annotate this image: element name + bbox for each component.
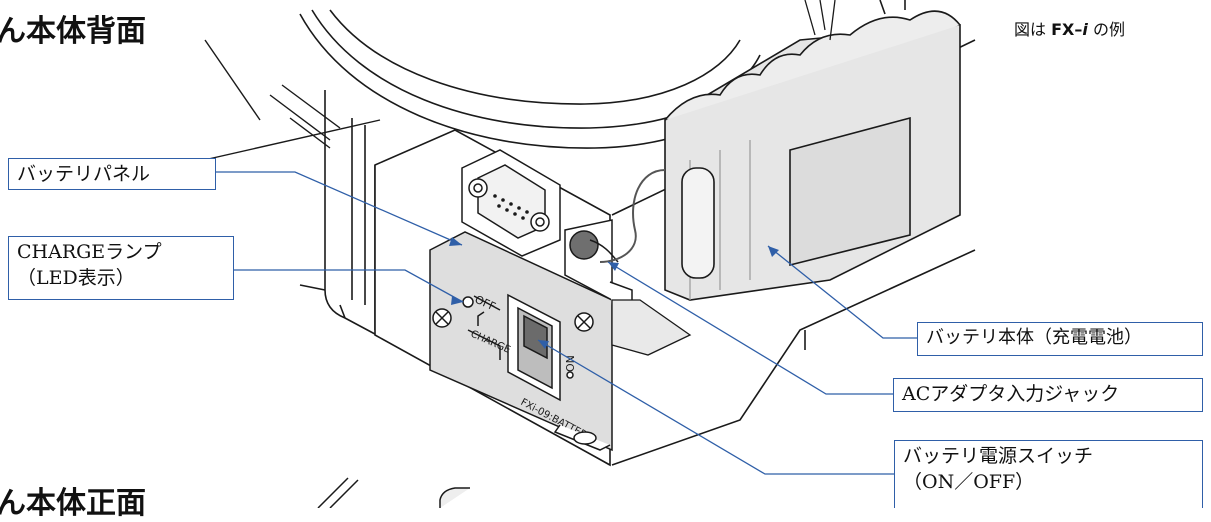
- note-model-b: i: [1082, 20, 1088, 39]
- leader-ac-jack: [607, 261, 893, 395]
- callout-ac-jack-text: ACアダプタ入力ジャック: [902, 383, 1120, 405]
- note-prefix: 図は: [1014, 20, 1047, 39]
- callout-charge-lamp: CHARGEランプ （LED表示）: [8, 236, 234, 300]
- leader-battery-panel: [216, 171, 463, 246]
- top-lines: [804, 0, 836, 41]
- leader-arrowheads: [449, 237, 779, 349]
- front-view-fragment: [317, 477, 470, 508]
- mounting-tab: [553, 424, 611, 451]
- leader-lines: [216, 171, 917, 475]
- leader-charge-lamp: [234, 269, 464, 303]
- callout-battery-body: バッテリ本体（充電電池）: [917, 322, 1203, 356]
- callout-charge-lamp-line2: （LED表示）: [17, 267, 135, 289]
- battery-cable: [599, 169, 666, 263]
- callout-ac-jack: ACアダプタ入力ジャック: [893, 378, 1203, 412]
- rear-view-heading: ん本体背面: [0, 14, 146, 49]
- callout-power-switch-line2: （ON／OFF）: [903, 471, 1035, 493]
- serial-connector: [461, 149, 561, 257]
- note-suffix: の例: [1092, 20, 1125, 39]
- note-dash: –: [1074, 20, 1083, 39]
- callout-charge-lamp-line1: CHARGEランプ: [17, 241, 162, 263]
- battery-pack: [664, 0, 961, 301]
- callout-battery-body-text: バッテリ本体（充電電池）: [926, 327, 1142, 348]
- left-frame: [159, 39, 381, 171]
- device-illustration: OFF CHARGE ON FXi-09:BATTERY: [159, 0, 976, 508]
- callout-power-switch: バッテリ電源スイッチ （ON／OFF）: [894, 440, 1203, 508]
- callout-battery-panel-text: バッテリパネル: [17, 163, 151, 185]
- leader-power-switch: [537, 339, 894, 475]
- leader-battery-body: [767, 245, 917, 339]
- front-view-heading: ん本体正面: [0, 486, 146, 521]
- model-note: 図は FX–i の例: [1014, 16, 1125, 40]
- callout-battery-panel: バッテリパネル: [8, 158, 216, 190]
- note-model-a: FX: [1051, 20, 1075, 39]
- callout-power-switch-line1: バッテリ電源スイッチ: [903, 445, 1094, 467]
- circuit-board: [611, 299, 692, 356]
- panel-on-label: ON: [564, 355, 577, 372]
- battery-panel: [429, 231, 613, 452]
